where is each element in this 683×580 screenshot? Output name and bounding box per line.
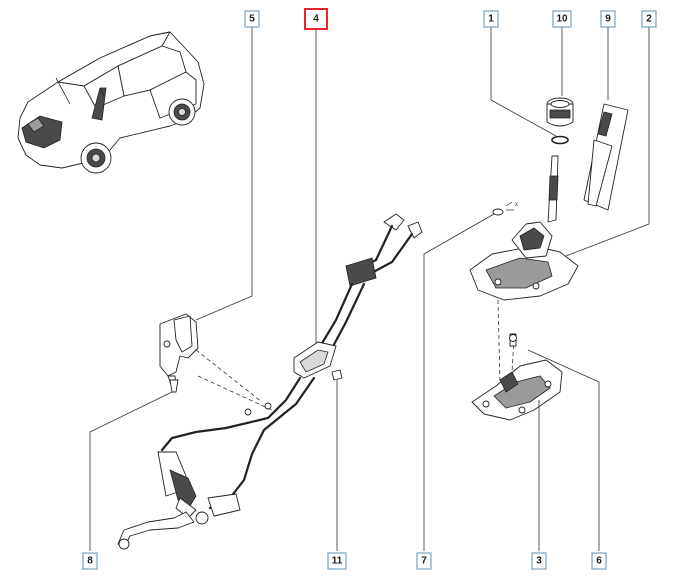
gear-lever — [547, 155, 559, 223]
leader-lines — [89, 27, 650, 551]
vehicle-illustration — [17, 31, 205, 174]
ring — [551, 135, 569, 145]
callout-9[interactable]: 9 — [600, 10, 616, 28]
callout-1[interactable]: 1 — [483, 10, 499, 28]
washer: x — [492, 201, 518, 216]
callout-9-label: 9 — [605, 14, 611, 25]
callout-5-label: 5 — [249, 14, 255, 25]
callout-10[interactable]: 10 — [552, 10, 572, 28]
callout-5[interactable]: 5 — [244, 10, 260, 28]
clip — [331, 369, 343, 381]
callout-8[interactable]: 8 — [82, 552, 98, 570]
callout-6-label: 6 — [596, 556, 602, 567]
svg-text:x: x — [515, 202, 518, 208]
callout-10-label: 10 — [556, 14, 568, 25]
base-plate — [471, 299, 563, 421]
callout-2-label: 2 — [646, 14, 652, 25]
callout-2[interactable]: 2 — [641, 10, 657, 28]
gear-shift-cable — [117, 213, 423, 550]
callout-7-label: 7 — [421, 556, 427, 567]
lever-boot — [583, 103, 629, 211]
cable-bracket — [159, 313, 199, 389]
lever-housing — [469, 221, 579, 301]
bolt — [169, 379, 179, 393]
callout-6[interactable]: 6 — [591, 552, 607, 570]
gear-knob — [546, 97, 574, 127]
callout-11[interactable]: 11 — [327, 552, 347, 570]
callout-3-label: 3 — [536, 556, 542, 567]
callout-3[interactable]: 3 — [531, 552, 547, 570]
callout-7[interactable]: 7 — [416, 552, 432, 570]
callout-8-label: 8 — [87, 556, 93, 567]
callout-4-highlighted[interactable]: 4 — [304, 8, 328, 30]
callout-4-label: 4 — [313, 14, 319, 25]
callout-11-label: 11 — [332, 556, 343, 567]
callout-1-label: 1 — [488, 14, 494, 25]
